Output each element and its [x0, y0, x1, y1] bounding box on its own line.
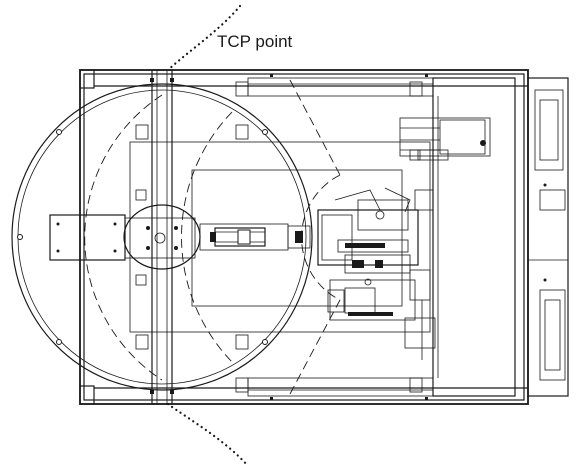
tcp-point-label: TCP point: [217, 32, 293, 51]
robot-arm: [199, 223, 311, 251]
tcp-dotted-path: [166, 4, 250, 468]
reach-circle: [11, 83, 313, 391]
base-plate: [129, 81, 431, 393]
fasteners: [135, 74, 428, 400]
right-equipment: [399, 77, 516, 397]
right-cabinet: [527, 77, 569, 397]
inner-rails: [247, 77, 434, 397]
rotary-base: [49, 204, 201, 270]
vertical-rail: [150, 69, 174, 405]
tool-head: [317, 187, 419, 321]
